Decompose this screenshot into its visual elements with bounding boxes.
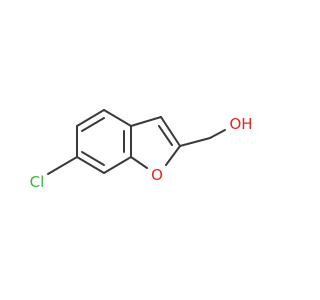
bond-c3a-c4 (103, 109, 132, 127)
ring-oxygen-atom-label: O (151, 166, 163, 184)
bond-c6-cl (47, 156, 78, 175)
bond-o1-c7a (130, 156, 148, 169)
bond-ch2-oh (209, 129, 226, 139)
bond-c6-c7 (76, 156, 105, 174)
bond-layer (47, 109, 226, 175)
hydroxyl-group-label: OH (229, 115, 253, 133)
bond-c4-c5 (76, 109, 105, 127)
bond-c2-o1 (165, 145, 181, 166)
bond-c3-c2 (160, 116, 181, 147)
bond-c4-c5-inner (81, 117, 105, 132)
bond-c7-c7a (103, 156, 132, 174)
bond-c6-c7-inner (81, 151, 105, 166)
chlorine-atom-label: Cl (29, 173, 45, 191)
bond-c3a-c3 (130, 116, 162, 127)
bond-c3-c2-inner (158, 125, 173, 146)
structure-canvas: Cl O OH (29, 109, 253, 191)
bond-c2-ch2 (179, 137, 211, 147)
